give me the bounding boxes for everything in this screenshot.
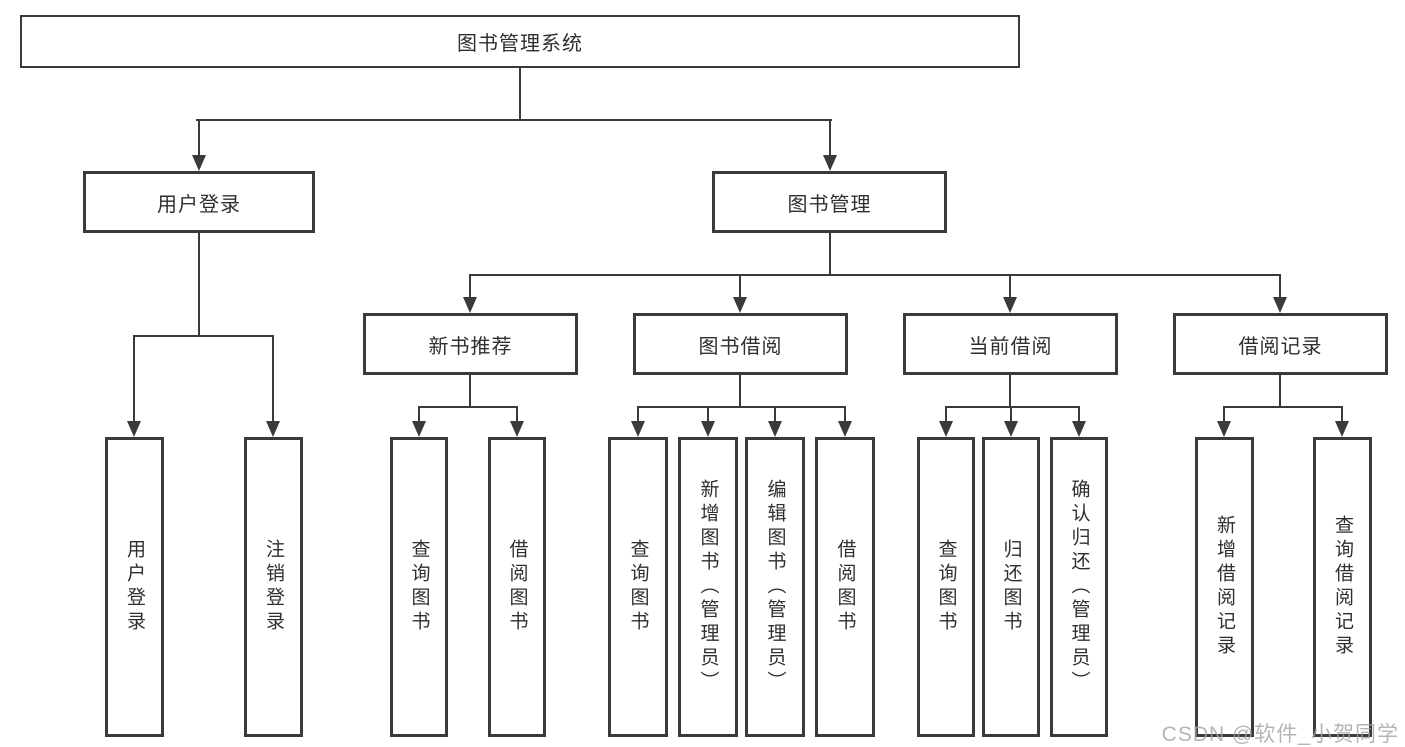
arrow-down-icon bbox=[1335, 421, 1349, 437]
leaf-query-books-borrow-label: 查询图书 bbox=[627, 539, 649, 635]
connector-line bbox=[198, 233, 200, 336]
node-current-borrow: 当前借阅 bbox=[903, 313, 1118, 375]
leaf-add-book-admin-label: 新增图书（管理员） bbox=[697, 479, 719, 695]
arrow-down-icon bbox=[127, 421, 141, 437]
node-borrow-records: 借阅记录 bbox=[1173, 313, 1388, 375]
connector-line bbox=[1279, 375, 1281, 407]
arrow-down-icon bbox=[1004, 421, 1018, 437]
arrow-down-icon bbox=[631, 421, 645, 437]
arrow-down-icon bbox=[266, 421, 280, 437]
connector-line bbox=[739, 274, 741, 297]
connector-line bbox=[1009, 274, 1011, 297]
connector-line bbox=[844, 406, 846, 421]
connector-line bbox=[198, 119, 200, 156]
leaf-confirm-return-admin: 确认归还（管理员） bbox=[1050, 437, 1108, 737]
connector-line bbox=[516, 406, 518, 421]
connector-line bbox=[774, 406, 776, 421]
connector-line bbox=[418, 406, 518, 408]
leaf-query-books-current: 查询图书 bbox=[917, 437, 975, 737]
leaf-edit-book-admin-label: 编辑图书（管理员） bbox=[764, 479, 786, 695]
connector-line bbox=[1009, 375, 1011, 407]
connector-line bbox=[469, 375, 471, 407]
node-user-login: 用户登录 bbox=[83, 171, 315, 233]
connector-line bbox=[418, 406, 420, 421]
connector-line bbox=[1010, 406, 1012, 421]
arrow-down-icon bbox=[510, 421, 524, 437]
arrow-down-icon bbox=[463, 297, 477, 313]
leaf-query-books-recommend-label: 查询图书 bbox=[408, 539, 430, 635]
connector-line bbox=[196, 119, 832, 121]
arrow-down-icon bbox=[1217, 421, 1231, 437]
connector-line bbox=[133, 335, 135, 421]
arrow-down-icon bbox=[1273, 297, 1287, 313]
arrow-down-icon bbox=[192, 155, 206, 171]
node-book-management: 图书管理 bbox=[712, 171, 947, 233]
leaf-query-books-current-label: 查询图书 bbox=[935, 539, 957, 635]
connector-line bbox=[739, 375, 741, 407]
leaf-query-books-borrow: 查询图书 bbox=[608, 437, 668, 737]
connector-line bbox=[272, 335, 274, 421]
arrow-down-icon bbox=[1003, 297, 1017, 313]
arrow-down-icon bbox=[412, 421, 426, 437]
leaf-user-login: 用户登录 bbox=[105, 437, 164, 737]
arrow-down-icon bbox=[733, 297, 747, 313]
connector-line bbox=[1223, 406, 1343, 408]
leaf-logout-label: 注销登录 bbox=[263, 539, 284, 635]
leaf-query-books-recommend: 查询图书 bbox=[390, 437, 448, 737]
arrow-down-icon bbox=[701, 421, 715, 437]
node-new-book-recommend: 新书推荐 bbox=[363, 313, 578, 375]
arrow-down-icon bbox=[768, 421, 782, 437]
connector-line bbox=[707, 406, 709, 421]
connector-line bbox=[829, 119, 831, 156]
leaf-add-borrow-record-label: 新增借阅记录 bbox=[1214, 515, 1235, 659]
leaf-borrow-books-recommend-label: 借阅图书 bbox=[506, 539, 528, 635]
leaf-add-borrow-record: 新增借阅记录 bbox=[1195, 437, 1254, 737]
leaf-query-borrow-record: 查询借阅记录 bbox=[1313, 437, 1372, 737]
arrow-down-icon bbox=[838, 421, 852, 437]
node-book-borrow: 图书借阅 bbox=[633, 313, 848, 375]
connector-line bbox=[637, 406, 639, 421]
connector-line bbox=[945, 406, 947, 421]
connector-line bbox=[1341, 406, 1343, 421]
leaf-borrow-books-recommend: 借阅图书 bbox=[488, 437, 546, 737]
connector-line bbox=[945, 406, 1079, 408]
leaf-return-book: 归还图书 bbox=[982, 437, 1040, 737]
leaf-logout: 注销登录 bbox=[244, 437, 303, 737]
arrow-down-icon bbox=[939, 421, 953, 437]
connector-line bbox=[829, 233, 831, 275]
leaf-query-borrow-record-label: 查询借阅记录 bbox=[1332, 515, 1353, 659]
watermark: CSDN @软件_小贺同学 bbox=[1161, 723, 1399, 746]
connector-line bbox=[133, 335, 274, 337]
arrow-down-icon bbox=[1072, 421, 1086, 437]
leaf-return-book-label: 归还图书 bbox=[1000, 539, 1022, 635]
leaf-borrow-books: 借阅图书 bbox=[815, 437, 875, 737]
connector-line bbox=[1279, 274, 1281, 297]
connector-line bbox=[1078, 406, 1080, 421]
leaf-confirm-return-admin-label: 确认归还（管理员） bbox=[1068, 479, 1090, 695]
leaf-borrow-books-label: 借阅图书 bbox=[834, 539, 856, 635]
arrow-down-icon bbox=[823, 155, 837, 171]
connector-line bbox=[519, 68, 521, 120]
connector-line bbox=[637, 406, 846, 408]
leaf-user-login-label: 用户登录 bbox=[124, 539, 145, 635]
connector-line bbox=[469, 274, 1281, 276]
leaf-add-book-admin: 新增图书（管理员） bbox=[678, 437, 738, 737]
connector-line bbox=[469, 274, 471, 297]
leaf-edit-book-admin: 编辑图书（管理员） bbox=[745, 437, 805, 737]
node-library-system: 图书管理系统 bbox=[20, 15, 1020, 68]
connector-line bbox=[1223, 406, 1225, 421]
